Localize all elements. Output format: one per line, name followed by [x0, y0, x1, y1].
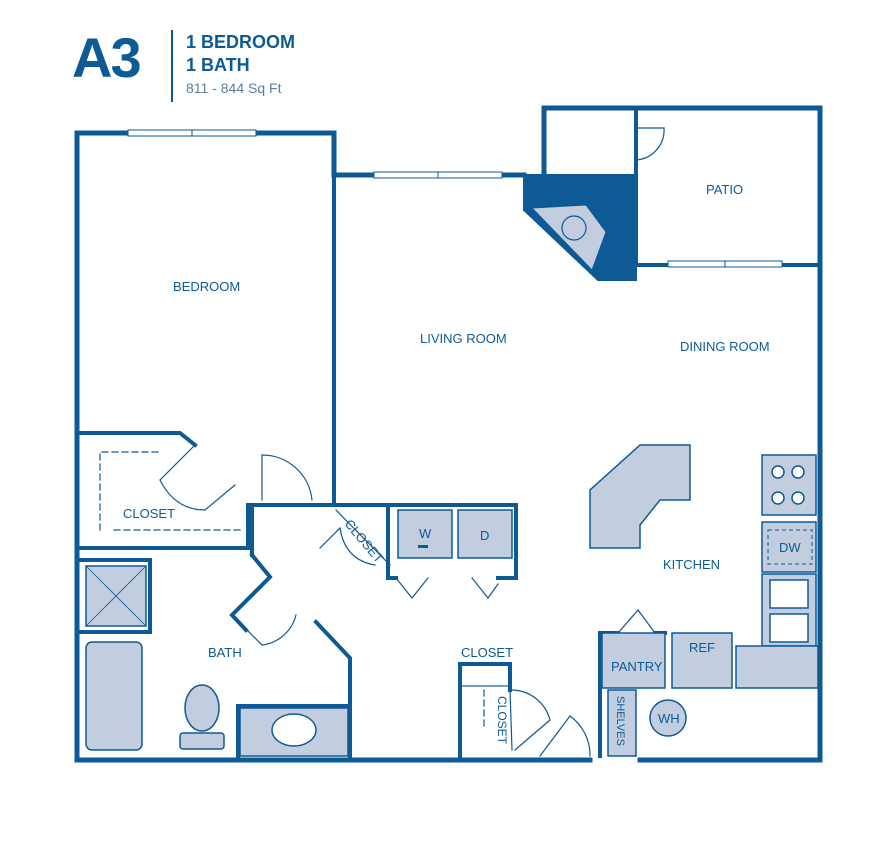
bedroom-window	[127, 129, 257, 137]
label-bedroom: BEDROOM	[173, 279, 240, 294]
label-dining-room: DINING ROOM	[680, 339, 770, 354]
label-washer: W	[419, 526, 432, 541]
label-bath: BATH	[208, 645, 242, 660]
label-kitchen: KITCHEN	[663, 557, 720, 572]
refrigerator	[671, 632, 733, 689]
shelves	[607, 689, 637, 757]
storage-door	[635, 127, 665, 161]
bathroom-count: 1 BATH	[186, 55, 250, 75]
label-entry-closet-side: CLOSET	[495, 696, 509, 745]
patio-slider	[667, 260, 783, 268]
pantry-door	[617, 609, 656, 634]
entry-door	[539, 715, 591, 757]
plan-code: A3	[72, 26, 142, 89]
square-footage: 811 - 844 Sq Ft	[186, 80, 282, 96]
bathtub	[85, 641, 143, 751]
hall-closet	[319, 509, 391, 566]
bedroom-door	[261, 454, 313, 501]
laundry-doors	[395, 577, 499, 599]
bedroom-closet-doors	[159, 444, 236, 511]
label-pantry: PANTRY	[611, 659, 663, 674]
bath-door	[231, 614, 297, 646]
label-dryer: D	[480, 528, 489, 543]
kitchen-sink	[761, 573, 817, 647]
label-dishwasher: DW	[779, 540, 801, 555]
vanity	[239, 707, 349, 757]
shower-stall	[85, 565, 147, 627]
pantry	[601, 632, 666, 689]
fireplace	[523, 174, 637, 281]
label-bedroom-closet: CLOSET	[123, 506, 175, 521]
kitchen-counter	[735, 645, 819, 689]
bedroom-count: 1 BEDROOM	[186, 32, 296, 52]
label-refrigerator: REF	[689, 640, 715, 655]
label-living-room: LIVING ROOM	[420, 331, 507, 346]
label-shelves: SHELVES	[614, 696, 626, 746]
bedroom-closet-shelf	[99, 451, 241, 531]
plan-header: A3 1 BEDROOM 1 BATH 811 - 844 Sq Ft	[0, 0, 896, 110]
label-hall-closet: CLOSET	[342, 516, 387, 566]
living-window	[373, 171, 503, 179]
interior-walls	[75, 106, 822, 758]
header-divider	[171, 30, 173, 102]
washer-dryer	[397, 509, 513, 559]
label-entry-closet: CLOSET	[461, 645, 513, 660]
entry-closet	[459, 663, 551, 751]
water-heater	[649, 699, 687, 737]
kitchen-island	[589, 444, 691, 549]
label-water-heater: WH	[658, 711, 680, 726]
label-patio: PATIO	[706, 182, 743, 197]
toilet	[179, 684, 225, 750]
range	[761, 454, 817, 516]
